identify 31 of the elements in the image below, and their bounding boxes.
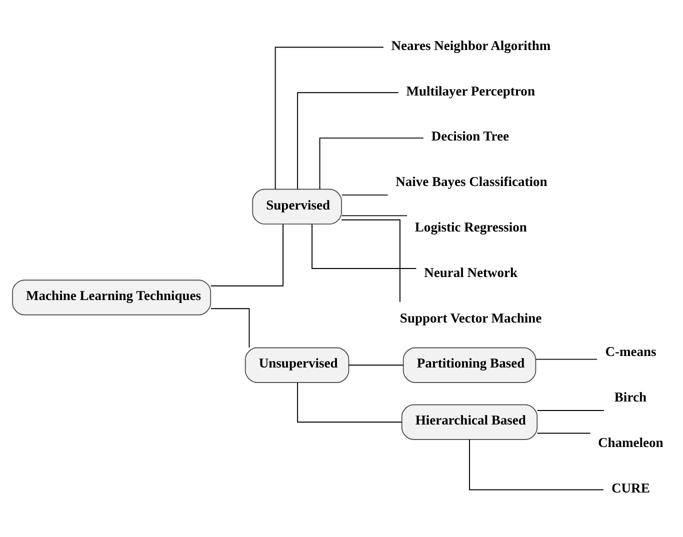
connector [319,138,424,190]
node-text: C-means [605,344,656,360]
connector [210,308,250,348]
node-text: Naive Bayes Classification [396,174,548,190]
node-text: Neural Network [424,264,518,280]
connector [535,358,598,360]
connector [297,92,399,190]
connector [210,224,284,286]
node-text: Birch [614,390,646,405]
node-text: Decision Tree [431,128,510,144]
node-box: Machine Learning Techniques [12,280,212,316]
node-box: Unsupervised [244,347,350,383]
connector [536,410,604,411]
node-text: Multilayer Perceptron [406,83,535,98]
node-box: Supervised [252,188,342,225]
node-text: Neares Neighbor Algorithm [391,38,551,53]
node-text: Support Vector Machine [400,310,542,326]
node-box: Partitioning Based [402,347,536,383]
node-text: Logistic Regression [414,219,527,234]
connector [274,46,384,190]
connector [297,382,402,423]
connector [348,364,404,366]
node-text: Chameleon [598,434,664,450]
node-text: CURE [612,480,650,496]
connector [312,224,417,269]
connector [469,439,604,490]
connector [341,194,388,196]
node-box: Hierarchical Based [401,404,538,440]
connector [536,432,591,434]
connector [341,219,400,302]
connector [341,215,408,216]
